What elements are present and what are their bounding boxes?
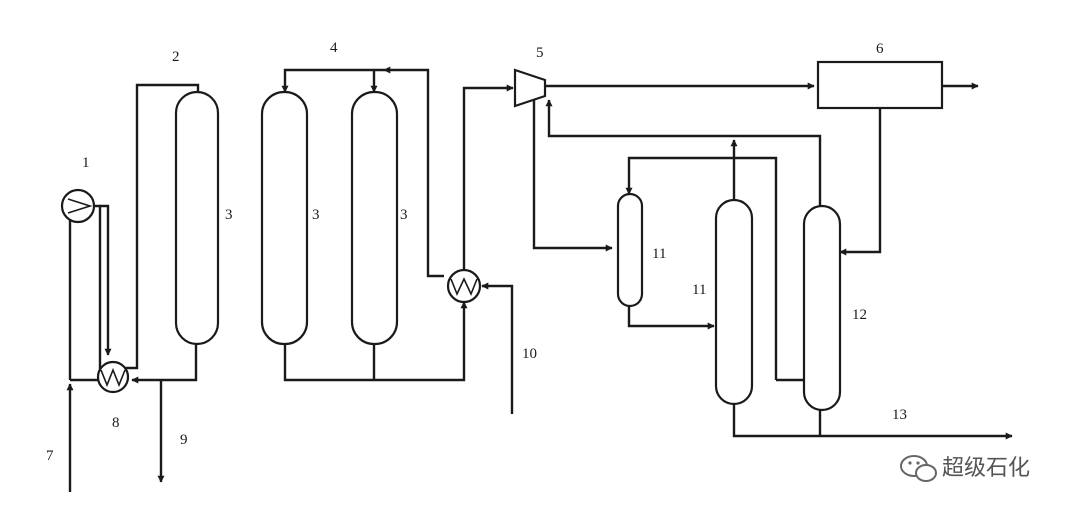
pump-loop-pipe — [68, 204, 102, 380]
stream-4-to-3b — [281, 68, 384, 93]
unit-6-box — [816, 60, 944, 110]
label-5: 5 — [536, 45, 544, 61]
reflux-to-11a-pipe — [625, 156, 778, 380]
reactor-column-3b — [260, 90, 309, 346]
label-2: 2 — [172, 49, 180, 65]
watermark-text: 超级石化 — [942, 456, 1030, 481]
exchanger-to-compressor-pipe — [462, 84, 514, 270]
stream-10-inlet — [481, 282, 514, 414]
column-12 — [802, 204, 842, 412]
label-10: 10 — [522, 346, 537, 362]
label-11a: 11 — [652, 246, 666, 262]
reactor-column-3c — [350, 90, 399, 346]
column-11b — [714, 198, 754, 406]
label-1: 1 — [82, 155, 90, 171]
label-3b: 3 — [312, 207, 320, 223]
compressor-icon — [513, 68, 547, 108]
label-11b: 11 — [692, 282, 706, 298]
column-11a — [616, 192, 644, 308]
11a-to-11b-pipe — [627, 306, 715, 330]
pump-loop-lines — [66, 204, 112, 492]
reactor-column-3a — [174, 90, 220, 346]
label-3c: 3 — [400, 207, 408, 223]
unit-6-to-12-pipe — [839, 108, 882, 256]
label-3a: 3 — [225, 207, 233, 223]
recycle-to-compressor-pipe — [545, 99, 822, 210]
label-6: 6 — [876, 41, 884, 57]
stream-2-pipe — [125, 83, 200, 370]
label-8: 8 — [112, 415, 120, 431]
stream-4-pipe — [383, 66, 444, 278]
heat-exchanger-mid-icon — [446, 268, 482, 304]
label-12: 12 — [852, 307, 867, 323]
stream-13-outlet — [732, 404, 1013, 440]
wechat-logo-icon — [900, 455, 937, 482]
pump-discharge-pipe — [100, 204, 112, 356]
label-13: 13 — [892, 407, 907, 423]
pump-icon — [60, 188, 96, 224]
label-4: 4 — [330, 40, 338, 56]
heat-exchanger-8-icon — [96, 360, 130, 394]
label-9: 9 — [180, 432, 188, 448]
compressor-to-11a-pipe — [532, 100, 613, 252]
label-7: 7 — [46, 448, 54, 464]
column-bottom-return — [131, 340, 198, 384]
